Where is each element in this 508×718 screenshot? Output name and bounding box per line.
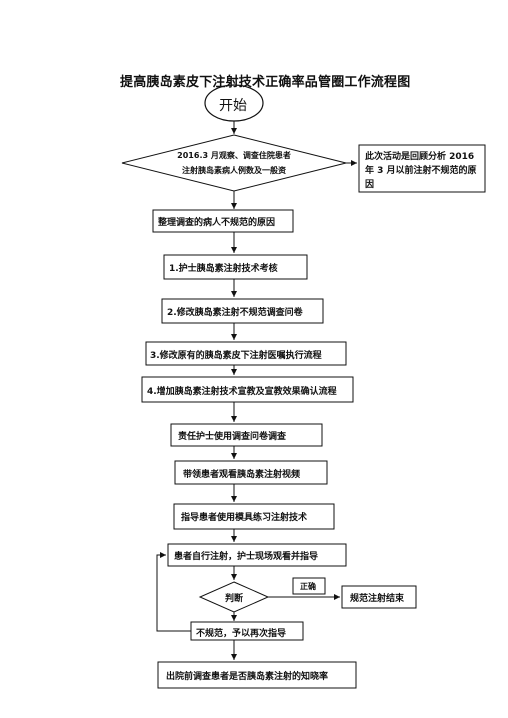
final-box	[157, 661, 357, 689]
final-box-label: 出院前调查患者是否胰岛素注射的知晓率	[166, 672, 329, 682]
step-label-4: 3.修改原有的胰岛素皮下注射医嘱执行流程	[150, 351, 322, 361]
step-box-2	[163, 254, 308, 280]
step-label-1: 整理调查的病人不规范的原因	[158, 218, 276, 228]
end-box	[341, 585, 417, 609]
step-label-5: 4.增加胰岛素注射技术宣教及宣教效果确认流程	[147, 387, 337, 397]
step-box-3	[161, 298, 324, 324]
side-note-line-2: 年 3 月以前注射不规范的原	[365, 166, 477, 176]
step-label-3: 2.修改胰岛素注射不规范调查问卷	[167, 308, 303, 318]
step-box-1	[152, 209, 294, 233]
correct-label-box	[292, 577, 326, 595]
loop-box-label: 不规范，予以再次指导	[196, 629, 287, 639]
decision-survey-line-2: 注射胰岛素病人例数及一般资	[182, 166, 286, 175]
step-label-6: 责任护士使用调查问卷调查	[178, 432, 287, 442]
side-note-line-3: 因	[365, 180, 375, 190]
decision-judge-label: 判断	[225, 594, 244, 604]
step-label-2: 1.护士胰岛素注射技术考核	[169, 264, 278, 274]
step-box-4	[145, 341, 347, 366]
step-label-9: 患者自行注射，护士现场观看并指导	[174, 552, 319, 562]
step-box-7	[174, 460, 328, 485]
chart-title: 提高胰岛素皮下注射技术正确率品管圈工作流程图	[120, 75, 411, 90]
step-box-8	[173, 503, 335, 530]
step-box-9	[167, 543, 347, 567]
step-box-6	[170, 423, 323, 447]
side-note-box	[358, 144, 486, 193]
decision-survey-line-1: 2016.3 月观察、调查住院患者	[177, 151, 291, 160]
step-box-5	[141, 376, 354, 403]
side-note-line-1: 此次活动是回顾分析 2016	[365, 152, 475, 162]
step-label-7: 带领患者观看胰岛素注射视频	[183, 470, 301, 480]
branch-correct-label: 正确	[300, 582, 316, 591]
end-box-label: 规范注射结束	[350, 594, 405, 604]
start-label: 开始	[219, 98, 247, 114]
step-label-8: 指导患者使用模具练习注射技术	[181, 513, 308, 523]
